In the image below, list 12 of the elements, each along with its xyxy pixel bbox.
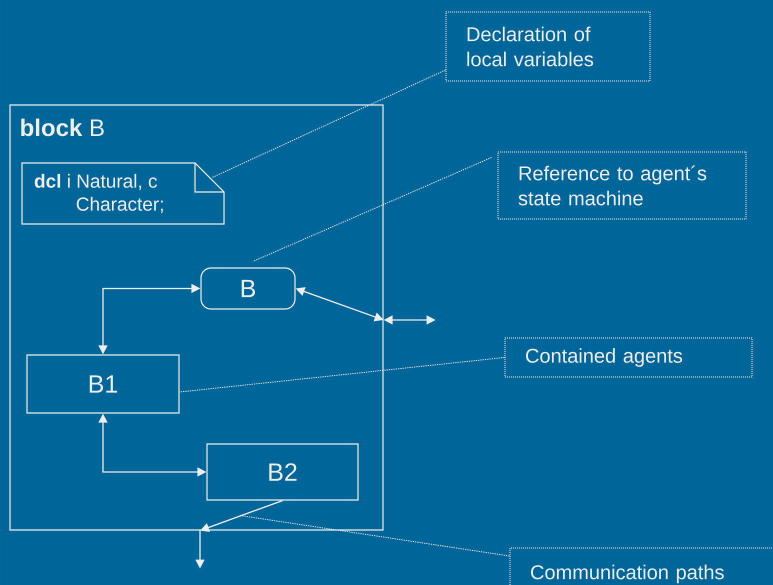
leader-line bbox=[240, 515, 510, 556]
state-machine-box: B bbox=[200, 267, 296, 310]
comment-note: dcl i Natural, c Character; bbox=[21, 162, 225, 225]
leader-line bbox=[179, 357, 505, 392]
callout-box: Contained agents bbox=[504, 337, 752, 378]
callout-box: Reference to agent´s state machine bbox=[498, 151, 746, 220]
leader-line bbox=[252, 157, 492, 262]
agent-box: B2 bbox=[206, 443, 359, 501]
callout-box: Communication paths bbox=[510, 547, 773, 585]
agent-box: B1 bbox=[26, 354, 180, 414]
callout-box: Declaration of local variables bbox=[446, 12, 650, 82]
leader-line bbox=[212, 70, 446, 178]
